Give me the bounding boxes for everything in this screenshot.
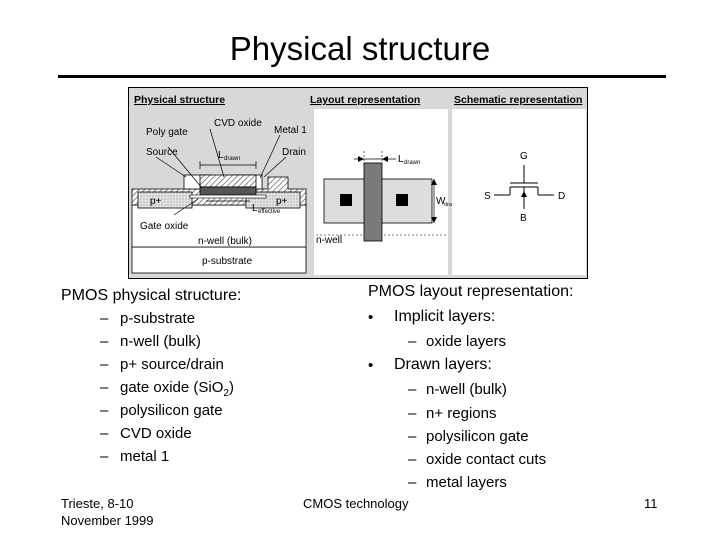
dash-marker: – [408,428,417,445]
layout-poly-gate [363,162,383,242]
header-layout: Layout representation [310,94,420,106]
cross-section: CVD oxide Poly gate Metal 1 Source Drain… [131,118,307,274]
gate-oxide-label: Gate oxide [140,221,189,232]
list-item: n-well (bulk) [120,333,201,350]
p-substrate-label: p-substrate [202,256,252,267]
dash-marker: – [100,333,109,350]
footer-location: Trieste, 8-10 [61,496,134,511]
p-plus-left-label: p+ [150,196,162,207]
contact-right [396,194,408,206]
cvd-oxide-label: CVD oxide [214,118,262,129]
bullet-marker: • [368,357,374,374]
list-item: p+ source/drain [120,356,224,373]
slide-title: Physical structure [229,30,491,67]
gate-g-label: G [520,151,528,162]
page-number: 11 [644,496,658,511]
dash-marker: – [408,451,417,468]
l-effective-label: L [252,203,258,214]
list-item: gate oxide (SiO2) [120,379,234,399]
l-drawn-label: L [218,150,224,161]
dash-marker: – [100,310,109,327]
layout-l-drawn-sub: drawn [404,160,420,166]
footer-date: November 1999 [61,513,154,528]
schematic-view [452,109,586,275]
l-drawn-sub: drawn [224,156,240,162]
bullet-marker: • [368,309,374,326]
list-item: polysilicon gate [426,428,529,445]
list-item: oxide contact cuts [426,451,547,468]
left-heading: PMOS physical structure: [61,287,242,304]
dash-marker: – [100,425,109,442]
list-item: p-substrate [120,310,196,327]
p-substrate-region [131,246,307,274]
footer-course: CMOS technology [303,496,409,511]
layout-nwell-label: n-well [316,235,342,246]
list-item: n-well (bulk) [426,381,507,398]
drain-label: Drain [282,147,306,158]
w-drawn-label: W [436,196,446,207]
dash-marker: – [100,402,109,419]
dash-marker: – [408,333,417,350]
list-item: CVD oxide [120,425,192,442]
dash-marker: – [100,356,109,373]
layout-view: L drawn W drawn n-well [314,109,459,275]
metal1-label: Metal 1 [274,125,307,136]
list-item: polysilicon gate [120,402,223,419]
dash-marker: – [408,381,417,398]
source-s-label: S [484,191,491,202]
header-physical: Physical structure [134,94,225,106]
drain-d-label: D [558,191,565,202]
right-heading: PMOS layout representation: [368,283,574,300]
dash-marker: – [408,405,417,422]
list-item: metal 1 [120,448,170,465]
dash-marker: – [408,474,417,491]
layout-l-drawn-label: L [398,154,404,165]
poly-gate-region [199,186,257,196]
dash-marker: – [100,448,109,465]
poly-gate-label: Poly gate [146,127,188,138]
nwell-bulk-label: n-well (bulk) [198,236,252,247]
dash-marker: – [100,379,109,396]
bulk-b-label: B [520,213,527,224]
gate-oxide-region [189,194,267,199]
w-drawn-sub: drawn [444,202,459,208]
list-item: n+ regions [426,405,497,422]
title-rule [58,75,666,78]
list-item: metal layers [426,474,507,491]
pmos-figure: Physical structure Layout representation… [128,87,588,279]
source-label: Source [146,147,178,158]
contact-left [340,194,352,206]
drawn-layers-heading: Drawn layers: [394,356,492,373]
implicit-layers-heading: Implicit layers: [394,308,496,325]
p-plus-right-label: p+ [276,196,288,207]
cvd-oxide-cap [199,174,257,188]
list-item: oxide layers [426,333,507,350]
l-effective-sub: effective [258,209,281,215]
header-schematic: Schematic representation [454,94,582,106]
p-plus-source-region [137,191,193,209]
